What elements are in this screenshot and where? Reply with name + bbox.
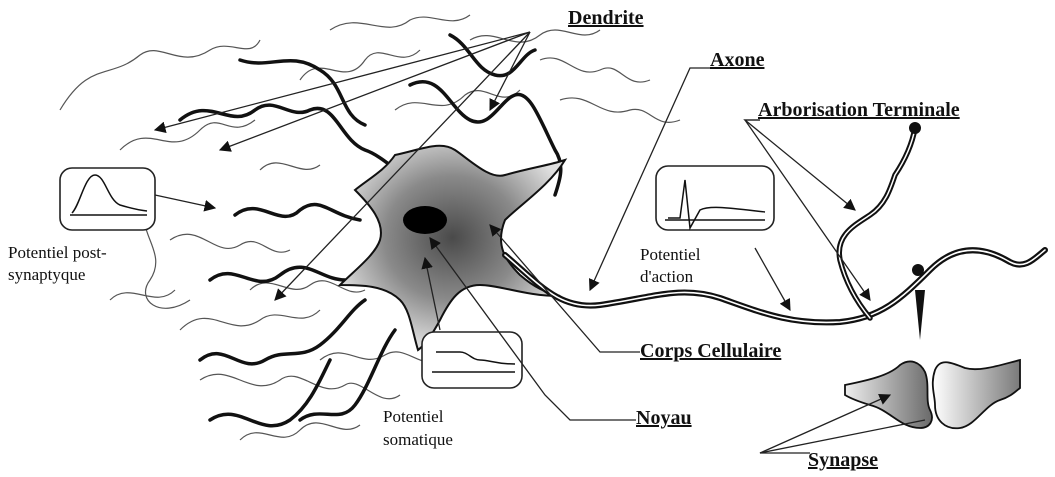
post-synaptic-signal-box: [60, 168, 155, 230]
synapse-detail: [845, 290, 1020, 428]
label-corps-cellulaire: Corps Cellulaire: [640, 340, 781, 362]
label-arborisation: Arborisation Terminale: [758, 99, 960, 121]
somatic-potential-box: [422, 332, 522, 388]
axon: [505, 250, 1045, 322]
label-noyau: Noyau: [636, 407, 692, 429]
label-synapse: Synapse: [808, 449, 878, 471]
label-action-2: d'action: [640, 267, 694, 286]
label-somatic-2: somatique: [383, 430, 453, 449]
label-dendrite: Dendrite: [568, 7, 644, 29]
nucleus: [403, 206, 447, 234]
action-potential-box: [656, 166, 774, 230]
cell-body: [340, 146, 565, 350]
label-action-1: Potentiel: [640, 245, 701, 264]
label-axone: Axone: [710, 49, 765, 71]
label-post-synaptic-2: synaptyque: [8, 265, 85, 284]
pointer-lines: [155, 32, 925, 453]
label-post-synaptic-1: Potentiel post-: [8, 243, 107, 262]
label-somatic-1: Potentiel: [383, 407, 444, 426]
